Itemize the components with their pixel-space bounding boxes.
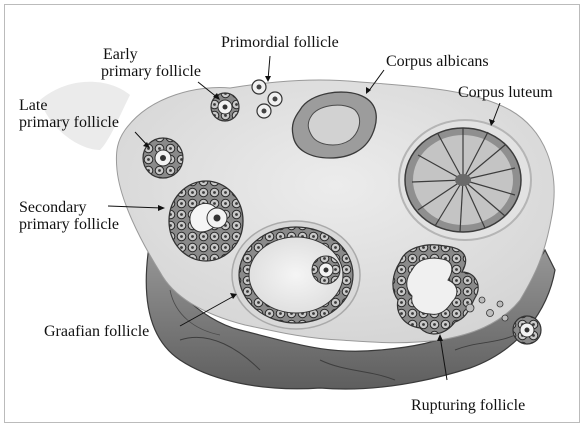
label-primordial-follicle: Primordial follicle	[221, 34, 339, 51]
corpus-luteum	[399, 120, 531, 240]
label-secondary-follicle: Secondary primary follicle	[19, 199, 119, 233]
label-graafian-follicle: Graafian follicle	[44, 323, 149, 340]
label-corpus-luteum: Corpus luteum	[458, 84, 553, 101]
label-corpus-albicans: Corpus albicans	[386, 53, 489, 70]
secondary-follicle	[169, 181, 243, 261]
label-late-primary-follicle: Late primary follicle	[19, 97, 119, 131]
graafian-follicle	[232, 221, 360, 329]
label-rupturing-follicle: Rupturing follicle	[411, 397, 525, 414]
late-primary-follicle	[143, 138, 183, 178]
label-early-primary-follicle: Early primary follicle	[101, 46, 201, 80]
